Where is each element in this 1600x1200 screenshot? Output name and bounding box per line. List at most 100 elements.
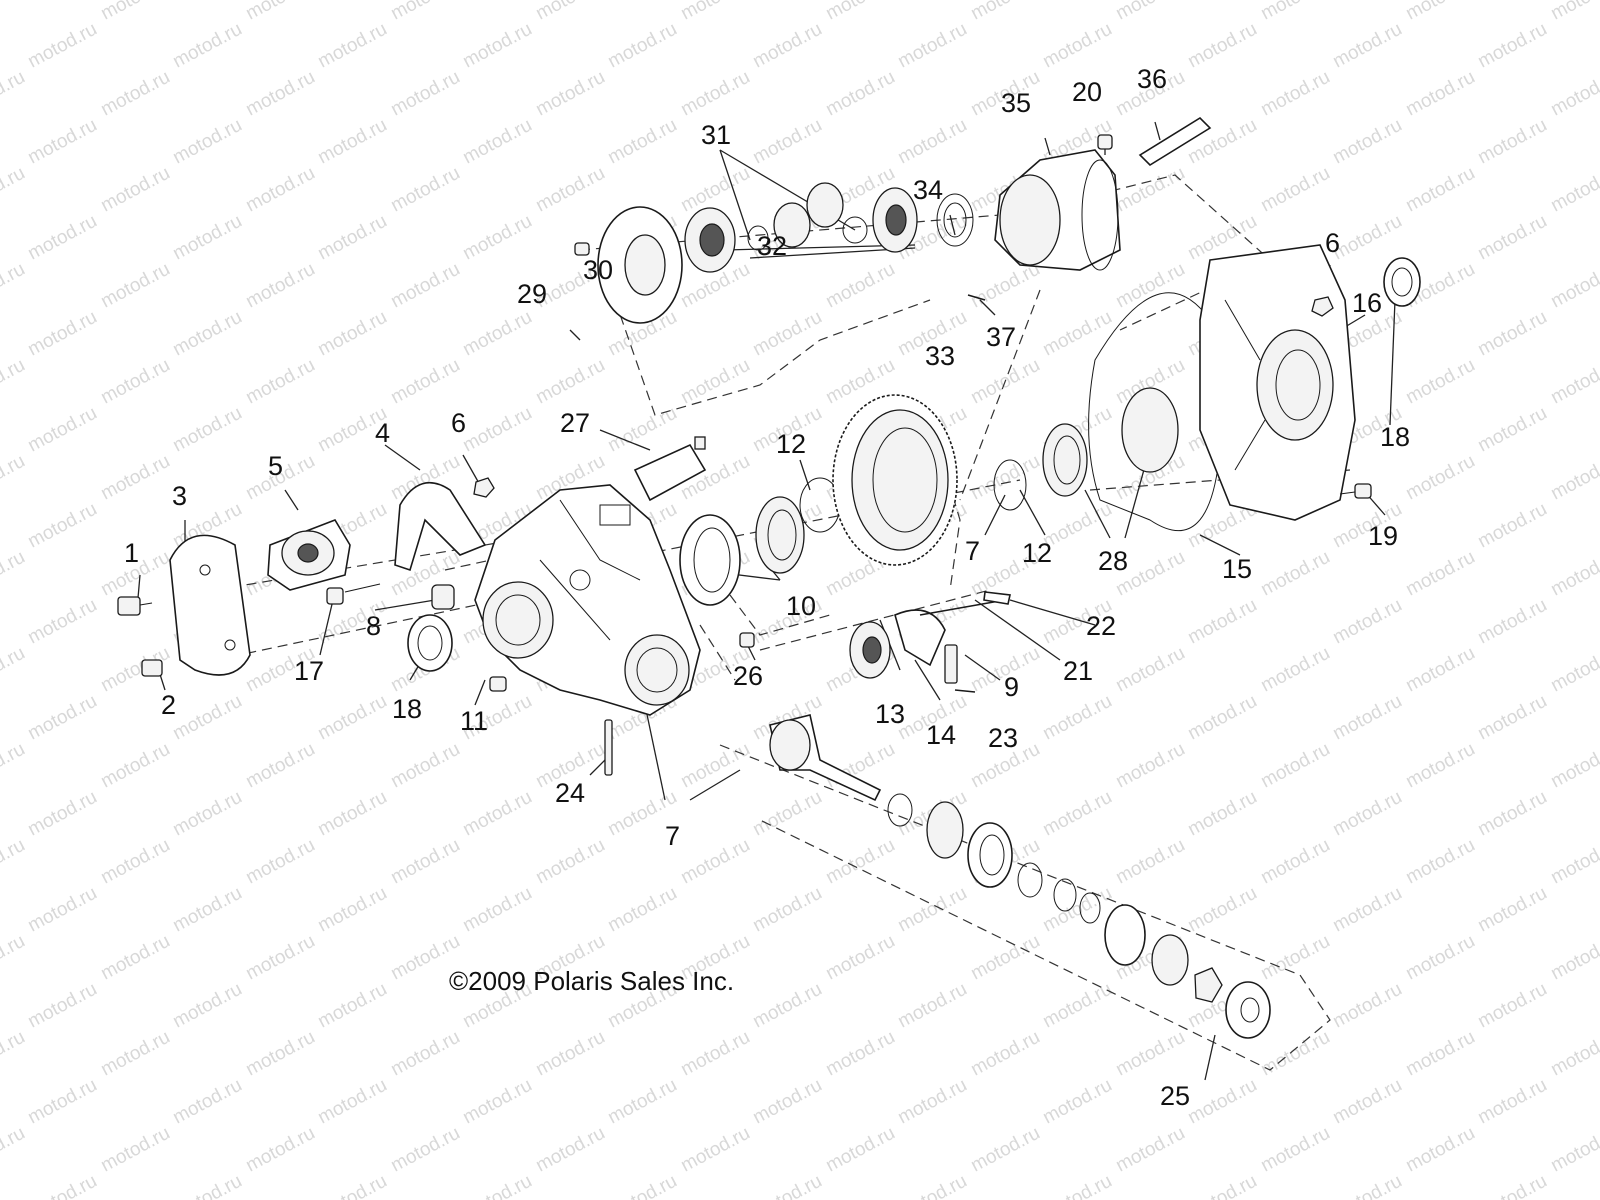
watermark-text: motod.ru [677,1027,753,1081]
tapered-bearing-10 [755,496,805,574]
watermark-text: motod.ru [1547,835,1600,889]
clip-22 [983,591,1011,605]
pin-24 [604,719,613,776]
watermark-text: motod.ru [677,0,753,24]
callout-29: 29 [517,279,547,309]
watermark-text: motod.ru [1329,787,1405,841]
watermark-text: motod.ru [314,787,390,841]
watermark-text: motod.ru [1257,67,1333,121]
watermark-text: motod.ru [604,1075,680,1129]
watermark-text: motod.ru [1257,1123,1333,1177]
watermark-text: motod.ru [1184,787,1260,841]
watermark-text: motod.ru [459,115,535,169]
watermark-text: motod.ru [97,1123,173,1177]
thrust-washer-34 [936,193,974,247]
callout-27: 27 [560,408,590,438]
watermark-text: motod.ru [967,931,1043,985]
bearing-28 [1042,423,1088,497]
watermark-text: motod.ru [1547,643,1600,697]
watermark-text: motod.ru [1547,1123,1600,1177]
watermark-text: motod.ru [1329,19,1405,73]
bolt-20 [1097,134,1113,150]
watermark-text: motod.ru [387,163,463,217]
watermark-text: motod.ru [1474,1171,1550,1200]
watermark-text: motod.ru [1547,451,1600,505]
watermark-text: motod.ru [459,1171,535,1200]
callout-labels: 1 2 3 4 5 6 6 7 7 8 9 10 11 12 12 13 14 … [124,64,1410,1111]
watermark-text: motod.ru [749,1171,825,1200]
watermark-text: motod.ru [242,835,318,889]
watermark-text: motod.ru [1039,19,1115,73]
watermark-text: motod.ru [24,19,100,73]
watermark-text: motod.ru [242,355,318,409]
callout-31: 31 [701,120,731,150]
watermark-text: motod.ru [1039,787,1115,841]
watermark-text: motod.ru [532,355,608,409]
watermark-text: motod.ru [0,163,29,217]
watermark-text: motod.ru [604,115,680,169]
bearing-race-10 [679,514,741,606]
watermark-text: motod.ru [314,115,390,169]
watermark-text: motod.ru [0,835,29,889]
callout-19: 19 [1368,521,1398,551]
watermark-text: motod.ru [242,0,318,24]
watermark-text: motod.ru [24,307,100,361]
watermark-text: motod.ru [894,1171,970,1200]
watermark-text: motod.ru [169,979,245,1033]
callout-32: 32 [757,231,787,261]
gasket-15 [1088,292,1221,531]
watermark-text: motod.ru [1474,115,1550,169]
watermark-text: motod.ru [1112,163,1188,217]
watermark-text: motod.ru [24,979,100,1033]
watermark-text: motod.ru [459,403,535,457]
watermark-text: motod.ru [97,835,173,889]
watermark-text: motod.ru [532,163,608,217]
callout-12-left: 12 [776,429,806,459]
watermark-text: motod.ru [894,115,970,169]
watermark-text: motod.ru [0,67,29,121]
watermark-text: motod.ru [169,403,245,457]
nut-6-right [1311,296,1334,317]
watermark-text: motod.ru [677,835,753,889]
flange-bolt-1 [117,596,153,616]
watermark-text: motod.ru [677,67,753,121]
seal-18-left [407,614,453,672]
watermark-text: motod.ru [1112,835,1188,889]
callout-28: 28 [1098,546,1128,576]
pinion-bearing-2 [1151,934,1189,986]
watermark-text: motod.ru [1402,835,1478,889]
watermark-text: motod.ru [967,1027,1043,1081]
callout-25: 25 [1160,1081,1190,1111]
watermark-text: motod.ru [242,931,318,985]
watermark-text: motod.ru [1329,1171,1405,1200]
watermark-text: motod.ru [24,1171,100,1200]
watermark-text: motod.ru [314,211,390,265]
seal-18-right [1383,257,1421,307]
watermark-text: motod.ru [1474,19,1550,73]
bearing-cup-2 [1104,904,1146,966]
callout-37: 37 [986,322,1016,352]
watermark-text: motod.ru [169,307,245,361]
callout-7-housing: 7 [665,821,680,851]
watermark-text: motod.ru [532,0,608,24]
watermark-text: motod.ru [1329,595,1405,649]
watermark-text: motod.ru [1474,1075,1550,1129]
pinion-shaft-7 [769,714,882,802]
callout-15: 15 [1222,554,1252,584]
watermark-text: motod.ru [0,1027,29,1081]
flange-30 [597,206,683,324]
watermark-text: motod.ru [1402,163,1478,217]
actuator-27 [633,436,707,502]
callout-33: 33 [925,341,955,371]
watermark-text: motod.ru [387,259,463,313]
watermark-text: motod.ru [1474,979,1550,1033]
watermark-text: motod.ru [1402,1027,1478,1081]
watermark-text: motod.ru [459,883,535,937]
callout-30: 30 [583,255,613,285]
watermark-text: motod.ru [1257,931,1333,985]
watermark-text: motod.ru [314,691,390,745]
callout-35: 35 [1001,88,1031,118]
watermark-text: motod.ru [532,1123,608,1177]
watermark-text: motod.ru [1112,739,1188,793]
watermark-text: motod.ru [1257,547,1333,601]
